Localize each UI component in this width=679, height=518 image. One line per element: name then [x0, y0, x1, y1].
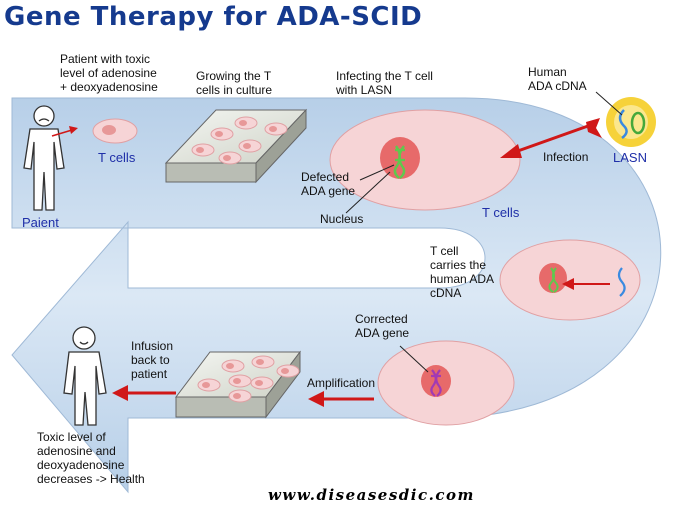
patient-figure-bottom	[63, 326, 107, 426]
outcome-label: Toxic level of adenosine and deoxyadenos…	[37, 430, 145, 486]
t-cell-large	[329, 109, 521, 211]
growing-cells-label: Growing the T cells in culture	[196, 69, 273, 97]
t-cells-small-label: T cells	[98, 150, 136, 165]
culture-plate-bottom	[174, 350, 302, 419]
lasn-label: LASN	[613, 150, 647, 165]
patient-figure-top	[23, 105, 65, 211]
cdna-strand-icon	[617, 267, 626, 297]
t-cell-carries-label: T cell carries the human ADA cDNA	[430, 244, 495, 300]
extraction-arrow	[51, 129, 73, 137]
patient-condition-label: Patient with toxic level of adenosine + …	[60, 52, 158, 94]
infection-arrow	[514, 124, 589, 154]
lasn-virus-icon	[606, 97, 656, 147]
defected-gene-icon	[393, 145, 406, 179]
infection-label: Infection	[543, 150, 589, 164]
nucleus-pointer	[345, 171, 391, 214]
nucleus-label: Nucleus	[320, 212, 364, 226]
human-cdna-pointer	[595, 91, 623, 116]
website-url: www.diseasesdic.com	[268, 486, 475, 504]
corrected-gene-icon	[430, 369, 442, 397]
infusion-label: Infusion back to patient	[131, 339, 174, 381]
culture-plate-top	[164, 108, 308, 184]
defected-gene-pointer	[359, 164, 395, 181]
amplification-label: Amplification	[307, 376, 376, 390]
t-cells-large-label: T cells	[482, 205, 520, 220]
page-title: Gene Therapy for ADA-SCID	[4, 2, 423, 32]
defected-gene-label: Defected ADA gene	[301, 170, 356, 198]
corrected-gene-pointer	[399, 345, 429, 373]
patient-label: Paient	[22, 215, 59, 230]
corrected-gene-label: Corrected ADA gene	[355, 312, 410, 340]
human-cdna-label: Human ADA cDNA	[528, 65, 587, 93]
infecting-label: Infecting the T cell with LASN	[336, 69, 433, 97]
